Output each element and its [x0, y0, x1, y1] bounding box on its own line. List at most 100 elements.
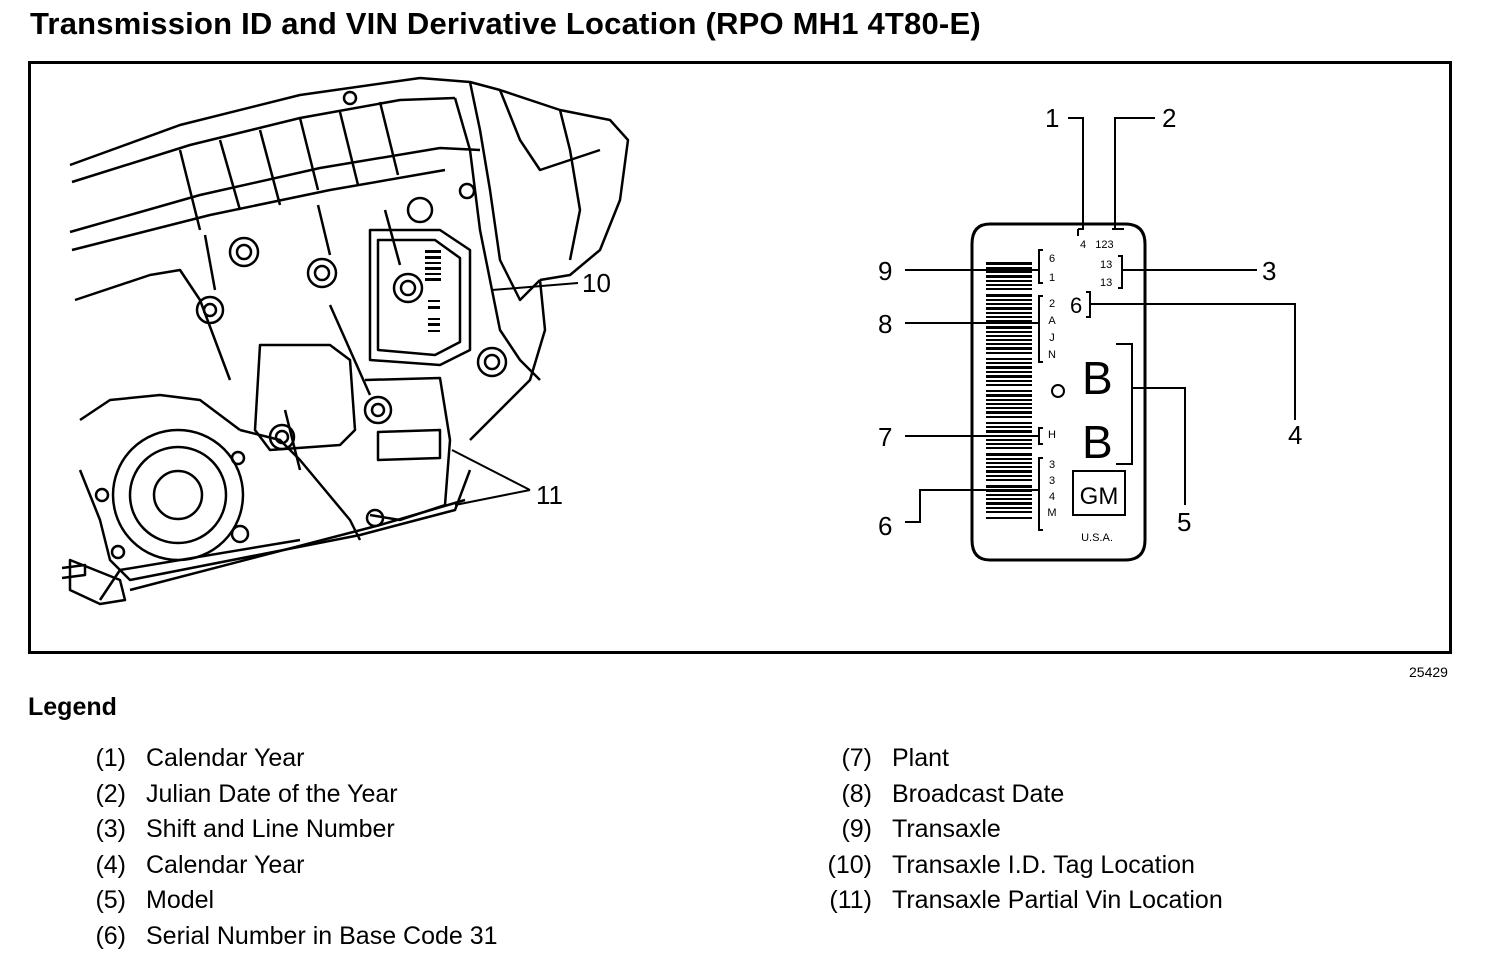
- leader-line-4: [1090, 303, 1296, 420]
- legend-num: (1): [95, 744, 126, 772]
- barcode-bar: [986, 498, 1032, 500]
- barcode-bar: [986, 362, 1032, 364]
- legend-num: (5): [95, 886, 126, 915]
- gm-logo-box: [1072, 470, 1126, 516]
- barcode-bar: [986, 416, 1032, 418]
- legend-item: (2) Julian Date of the Year: [70, 777, 498, 813]
- tag-hole: [1051, 384, 1065, 398]
- legend-item: (1) Calendar Year: [70, 741, 498, 777]
- callout-6: 6: [878, 511, 892, 541]
- barcode-bar: [986, 426, 1032, 428]
- callout-2: 2: [1162, 103, 1176, 133]
- leader-lines-right: [905, 117, 1296, 523]
- barcode-bar: [986, 453, 1032, 456]
- callout-7: 7: [878, 422, 892, 452]
- callout-10: 10: [582, 268, 611, 298]
- barcode-bar: [986, 316, 1032, 318]
- legend-text: Julian Date of the Year: [146, 779, 398, 808]
- barcode-bar: [986, 403, 1032, 405]
- tag-code-9-line1: 6: [1049, 253, 1055, 265]
- legend-item: (5)Model: [70, 883, 498, 919]
- barcode-bar: [986, 399, 1032, 401]
- barcode-bar: [986, 494, 1032, 496]
- barcode-bar: [986, 407, 1032, 409]
- legend-item: (10) Transaxle I.D. Tag Location: [820, 848, 1223, 884]
- tag-country: U.S.A.: [1081, 532, 1113, 544]
- transmission-drawing: [61, 76, 630, 606]
- legend-num: (6): [95, 921, 126, 950]
- barcode-bar: [986, 443, 1032, 445]
- leader-line-11a: [451, 449, 531, 491]
- barcode-bar: [986, 331, 1032, 333]
- legend-item: (11)Transaxle Partial Vin Location: [820, 883, 1222, 919]
- id-tag-barcode: [986, 262, 1032, 519]
- legend-text: Broadcast Date: [892, 779, 1065, 808]
- barcode-bar: [986, 320, 1032, 322]
- barcode-bar: [986, 517, 1032, 519]
- legend-num: (8): [841, 779, 872, 808]
- barcode-bar: [986, 479, 1032, 481]
- legend-item: (3)Shift and Line Number: [70, 812, 498, 848]
- barcode-bar: [986, 390, 1032, 392]
- barcode-bar: [986, 262, 1032, 265]
- id-tag: 6 1 2 A J N H 3 3 4 M 4 123 13 13 6: [970, 222, 1147, 562]
- tag-code-9-line2: 1: [1049, 272, 1055, 284]
- legend-num: (2): [95, 779, 126, 808]
- legend-text: Plant: [892, 744, 949, 772]
- figure-frame: [28, 61, 1452, 654]
- barcode-bar: [986, 280, 1032, 282]
- barcode-bar: [986, 411, 1032, 414]
- gm-logo: GM: [1080, 483, 1119, 510]
- leader-line-1: [1068, 117, 1084, 228]
- legend-num: (11): [829, 886, 872, 915]
- barcode-bar: [986, 502, 1032, 505]
- page-title: Transmission ID and VIN Derivative Locat…: [30, 6, 981, 41]
- id-tag-outline: [970, 222, 1147, 562]
- tag-code-8-line1: 2: [1049, 298, 1055, 310]
- legend-text: Calendar Year: [146, 744, 305, 772]
- barcode-bar: [986, 430, 1032, 433]
- barcode-bar: [986, 352, 1032, 354]
- barcode-bar: [986, 326, 1032, 329]
- barcode-bar: [986, 371, 1032, 373]
- case-id-tag-barcode: [425, 250, 441, 332]
- legend-num: (10): [827, 850, 872, 879]
- callout-3: 3: [1262, 256, 1276, 286]
- barcode-bar: [986, 384, 1032, 386]
- barcode-bar: [986, 507, 1032, 509]
- callout-8: 8: [878, 309, 892, 339]
- barcode-bar: [986, 335, 1032, 337]
- callout-11: 11: [536, 480, 563, 510]
- barcode-bar: [986, 366, 1032, 369]
- tag-code-6-line1: 3: [1049, 459, 1055, 471]
- legend-num: (9): [841, 815, 872, 844]
- callout-1: 1: [1045, 103, 1059, 133]
- legend-item: (6) Serial Number in Base Code 31: [70, 919, 498, 955]
- barcode-bar: [986, 439, 1032, 441]
- callout-4: 4: [1288, 420, 1302, 450]
- legend-text: Serial Number in Base Code 31: [146, 921, 498, 950]
- tag-code-3b: 13: [1100, 277, 1112, 289]
- barcode-bar: [986, 307, 1032, 310]
- barcode-bar: [986, 375, 1032, 378]
- barcode-bar: [986, 458, 1032, 460]
- callout-5: 5: [1177, 507, 1191, 537]
- legend-text: Transaxle: [892, 815, 1001, 844]
- legend-text: Transaxle I.D. Tag Location: [892, 850, 1195, 879]
- legend-title: Legend: [28, 693, 117, 721]
- barcode-bar: [986, 347, 1032, 350]
- tag-code-6-line2: 3: [1049, 475, 1055, 487]
- tag-model-b1: B: [1082, 352, 1113, 404]
- barcode-bar: [986, 299, 1032, 301]
- tag-code-3a: 13: [1100, 259, 1112, 271]
- legend-num: (7): [841, 744, 872, 772]
- legend-item: (4)Calendar Year: [70, 848, 498, 884]
- barcode-bar: [986, 288, 1032, 290]
- tag-code-6: 6: [1070, 293, 1082, 318]
- barcode-bar: [986, 343, 1032, 345]
- barcode-bar: [986, 462, 1032, 464]
- barcode-bar: [986, 470, 1032, 473]
- figure-number: 25429: [1409, 664, 1448, 680]
- barcode-bar: [986, 312, 1032, 314]
